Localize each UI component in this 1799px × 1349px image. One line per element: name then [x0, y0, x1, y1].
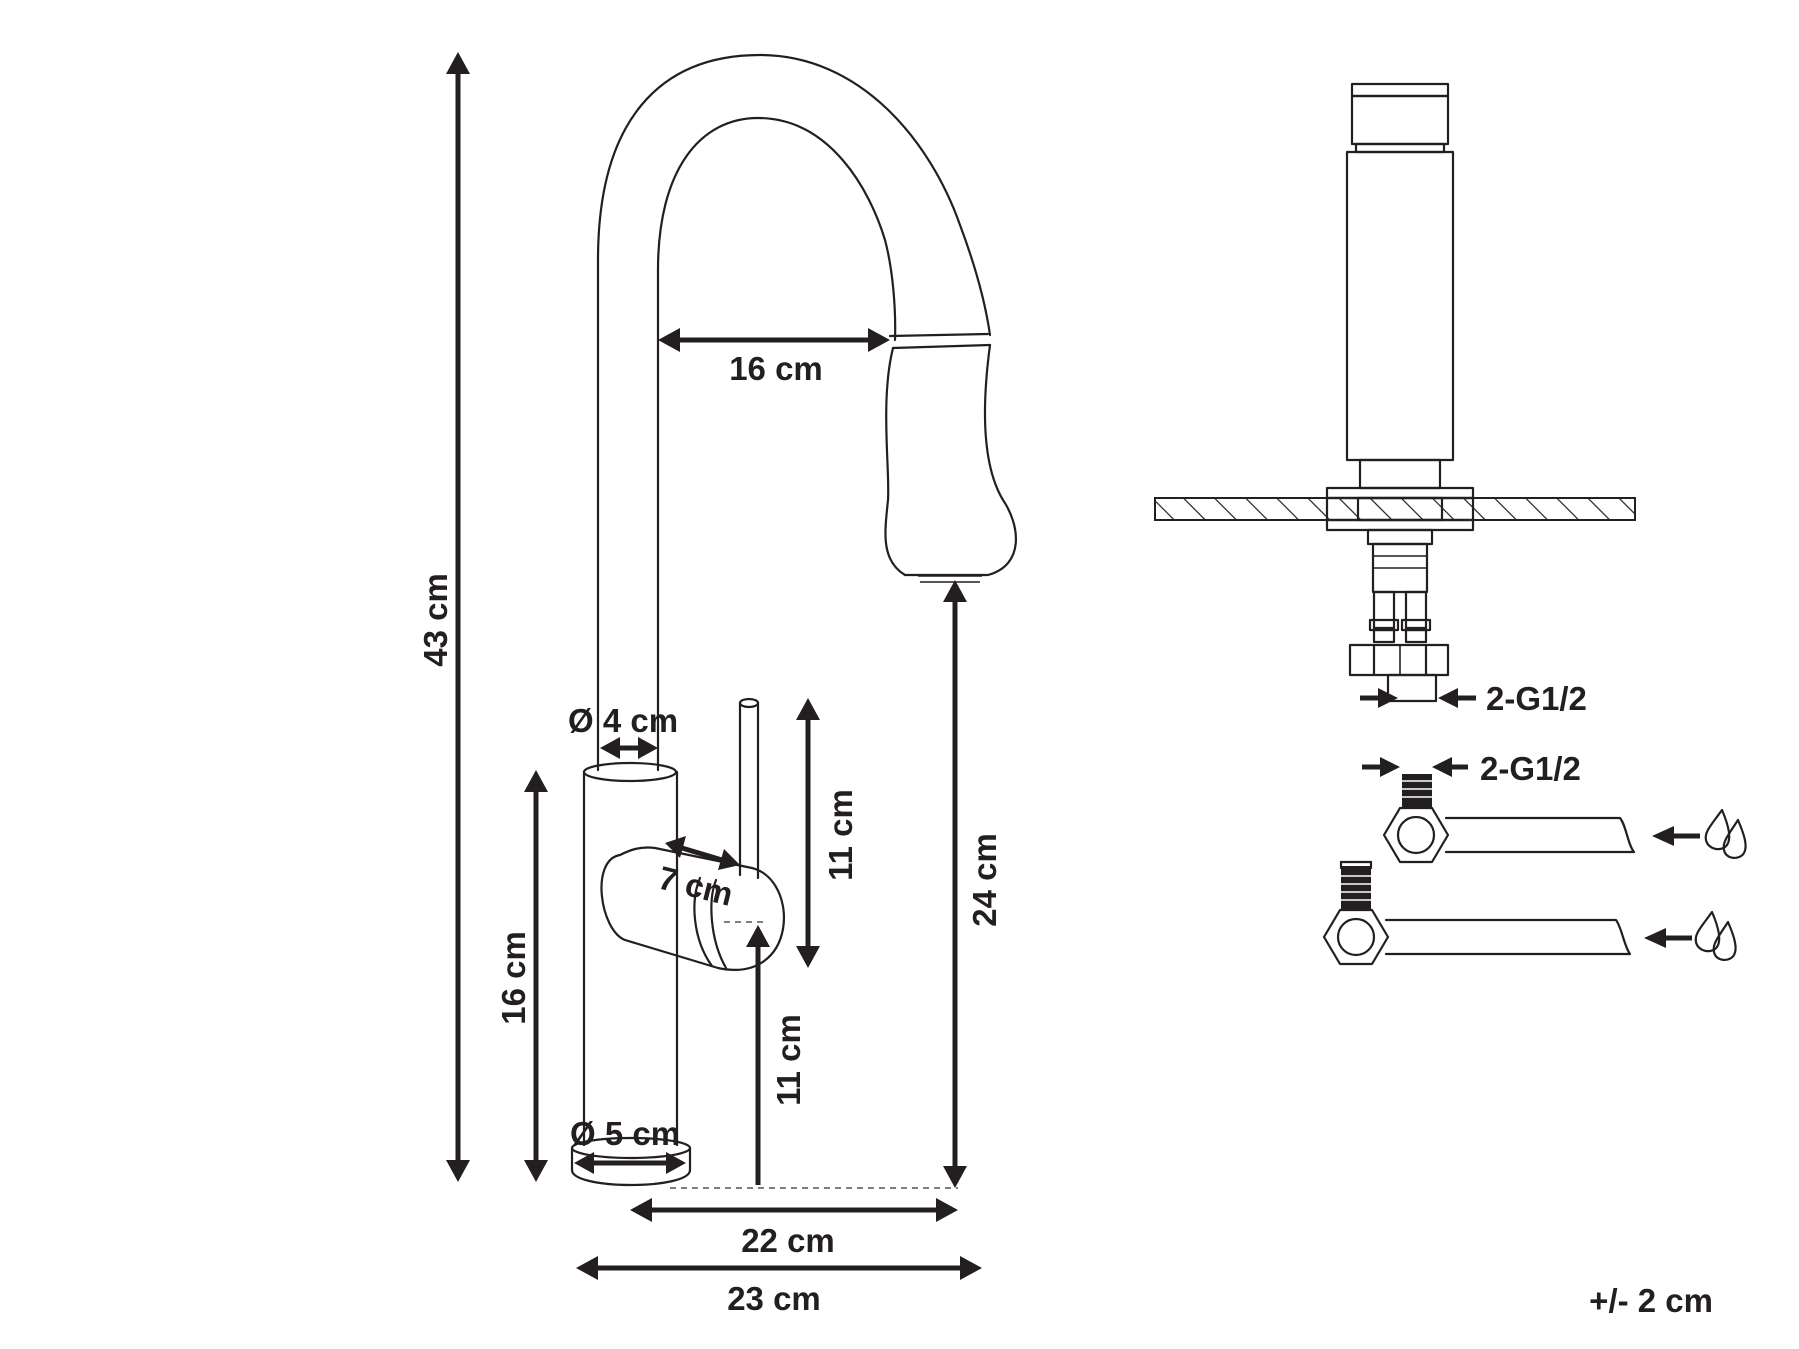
spray-head: [884, 343, 1018, 577]
faucet-side-view: [570, 53, 1018, 1189]
dimension-lines: [446, 52, 982, 1280]
handle-band-2: [710, 878, 728, 970]
handle-cylinder: [600, 846, 786, 971]
water-flow-indicators: [1644, 808, 1747, 961]
water-drops-icon: [1694, 910, 1737, 961]
countertop: [1154, 497, 1636, 521]
base-plate-top: [570, 1136, 692, 1160]
dim-handle-base-height-label: 11 cm: [770, 1014, 807, 1106]
body-top: [582, 761, 678, 783]
thread-dimensions: [1360, 688, 1476, 777]
base-plate: [570, 1146, 692, 1187]
spout-inner-outline: [656, 116, 897, 772]
hose-connection-cold: [1322, 860, 1632, 966]
mounting-view: [1154, 82, 1636, 703]
thread-top-label: 2-G1/2: [1486, 680, 1587, 717]
spray-ring: [888, 332, 992, 350]
dim-base-diameter-label: Ø 5 cm: [570, 1115, 680, 1152]
dim-lever-height-label: 11 cm: [822, 789, 859, 881]
hose-connection-hot: [1382, 774, 1636, 864]
dim-total-height-label: 43 cm: [417, 573, 454, 667]
dim-outlet-height-label: 24 cm: [966, 833, 1003, 927]
tolerance-label: +/- 2 cm: [1589, 1282, 1713, 1319]
handle-band: [693, 876, 714, 968]
dim-body-height-label: 16 cm: [495, 931, 532, 1025]
dim-total-depth-label: 23 cm: [727, 1280, 821, 1317]
spout-outline: [596, 53, 992, 772]
dim-outlet-distance-label: 22 cm: [741, 1222, 835, 1259]
faucet-body: [582, 770, 679, 1147]
faucet-column: [1345, 150, 1455, 462]
dim-spout-diameter-label: Ø 4 cm: [568, 702, 678, 739]
thread-hoses-label: 2-G1/2: [1480, 750, 1581, 787]
handle-lever: [738, 701, 760, 880]
water-drops-icon: [1704, 808, 1747, 859]
lever-top: [738, 697, 760, 709]
dim-spout-reach-label: 16 cm: [729, 350, 823, 387]
spray-nozzles: [918, 575, 982, 583]
